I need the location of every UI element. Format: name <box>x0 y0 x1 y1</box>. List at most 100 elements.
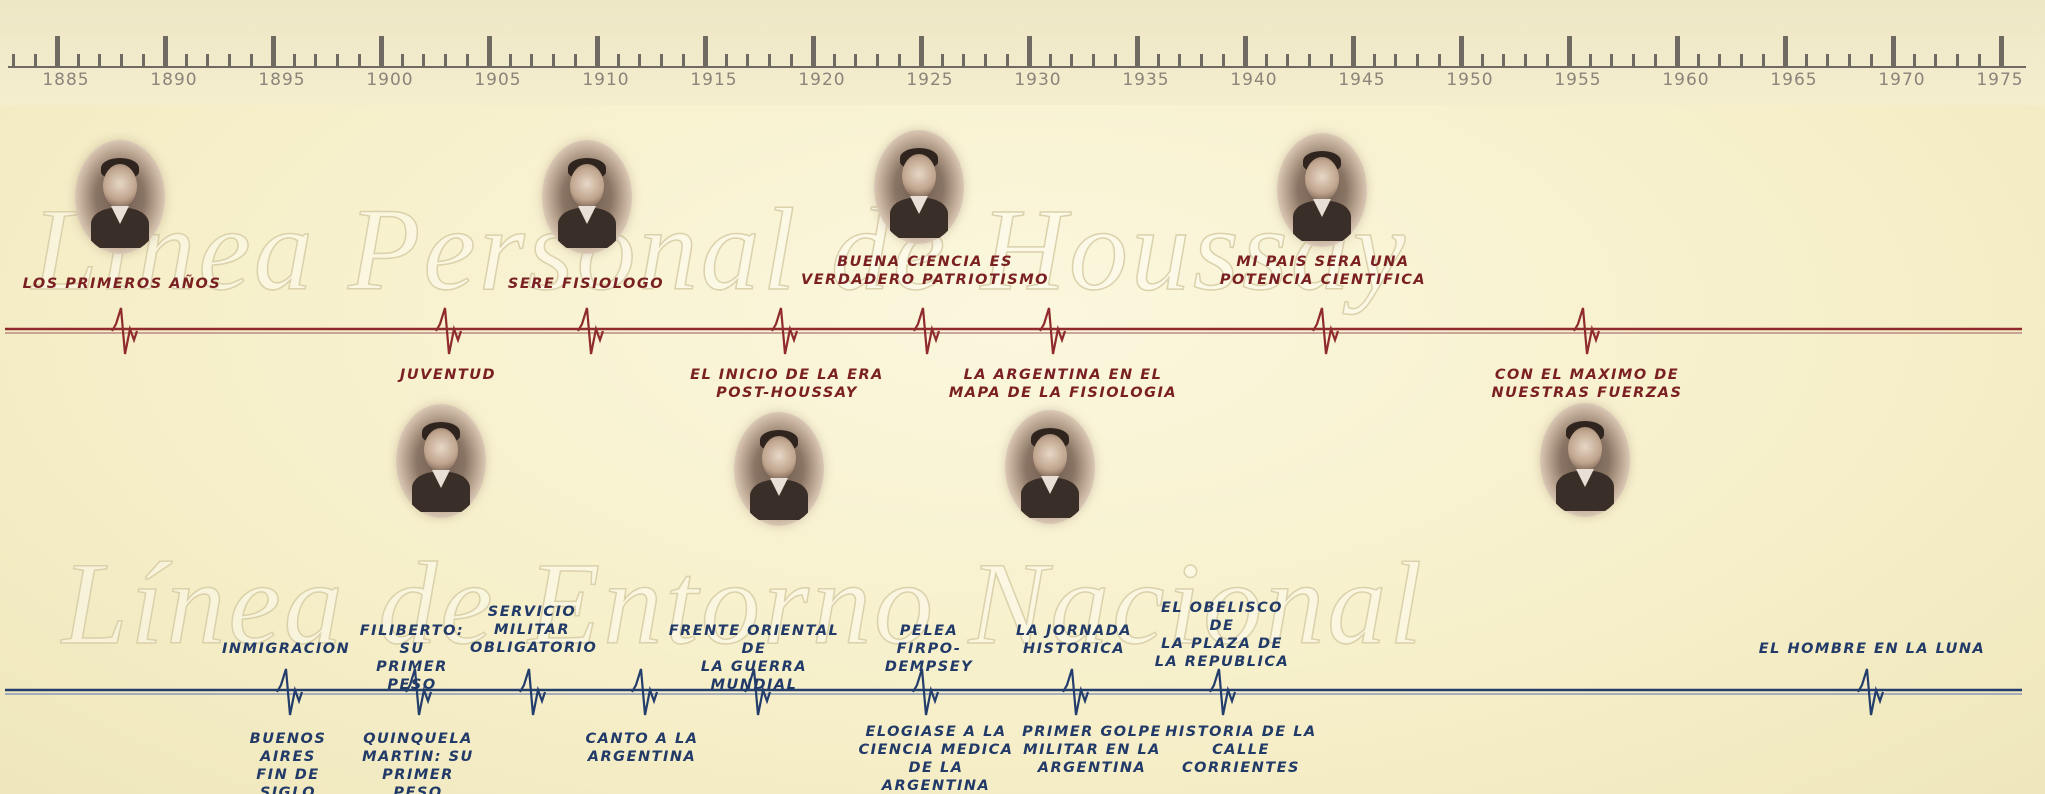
ruler-minor-tick <box>1545 54 1549 67</box>
national-event-jornada-historica[interactable]: LA JORNADA HISTORICA <box>1015 623 1132 657</box>
ruler-minor-tick <box>336 54 339 67</box>
year-label: 1895 <box>258 70 306 90</box>
ruler-major-tick <box>1243 36 1249 67</box>
ruler-minor-tick <box>465 54 469 67</box>
year-label: 1910 <box>582 70 630 90</box>
portrait-juventud-icon[interactable] <box>396 404 486 518</box>
ruler-minor-tick <box>1416 54 1419 67</box>
ruler-minor-tick <box>984 54 987 67</box>
ruler-minor-tick <box>681 54 685 67</box>
ruler-major-tick <box>1459 36 1465 67</box>
portrait-fisiologo-icon[interactable] <box>542 140 632 254</box>
ruler-major-tick <box>1567 36 1573 67</box>
personal-axis-svg <box>5 307 2022 355</box>
ruler-minor-tick <box>1005 54 1009 67</box>
ruler-minor-tick <box>962 54 966 67</box>
national-event-hombre-luna[interactable]: EL HOMBRE EN LA LUNA <box>1758 641 1986 657</box>
ruler-minor-tick <box>1156 54 1160 67</box>
ruler-major-tick <box>1999 36 2005 67</box>
ruler-major-tick <box>919 36 925 67</box>
ruler-minor-tick <box>1588 54 1592 67</box>
year-ruler: 1885 1890 1895 1900 1905 1910 1915 1920 … <box>0 0 2045 105</box>
ruler-minor-tick <box>1653 54 1657 67</box>
national-event-frente-oriental[interactable]: FRENTE ORIENTAL DE LA GUERRA MUNDIAL <box>668 623 840 693</box>
ruler-minor-tick <box>314 54 318 67</box>
ruler-baseline <box>8 66 2026 68</box>
national-event-primer-golpe[interactable]: PRIMER GOLPE MILITAR EN LA ARGENTINA <box>1022 724 1162 776</box>
ruler-minor-tick <box>357 54 361 67</box>
ruler-minor-tick <box>508 54 512 67</box>
ruler-minor-tick <box>1696 54 1700 67</box>
year-label: 1885 <box>42 70 90 90</box>
ruler-major-tick <box>703 36 709 67</box>
ruler-minor-tick <box>940 54 944 67</box>
ruler-minor-tick <box>1761 54 1765 67</box>
national-event-ciencia-medica[interactable]: ELOGIASE A LA CIENCIA MEDICA DE LA ARGEN… <box>858 724 1014 794</box>
ruler-major-tick <box>1351 36 1357 67</box>
ruler-minor-tick <box>141 54 145 67</box>
year-label: 1965 <box>1770 70 1818 90</box>
ruler-minor-tick <box>1632 54 1635 67</box>
ruler-minor-tick <box>1092 54 1095 67</box>
ruler-minor-tick <box>897 54 901 67</box>
year-label: 1945 <box>1338 70 1386 90</box>
personal-event-primeros-anos[interactable]: LOS PRIMEROS AÑOS <box>22 276 222 292</box>
personal-event-argentina-mapa[interactable]: LA ARGENTINA EN EL MAPA DE LA FISIOLOGIA <box>948 367 1178 401</box>
ruler-minor-tick <box>1956 54 1959 67</box>
personal-event-juventud[interactable]: JUVENTUD <box>399 367 497 383</box>
ruler-minor-tick <box>1869 54 1873 67</box>
ruler-major-tick <box>163 36 169 67</box>
portrait-argentina-mapa-icon[interactable] <box>1005 410 1095 524</box>
ruler-minor-tick <box>789 54 793 67</box>
ruler-minor-tick <box>1524 54 1527 67</box>
ruler-minor-tick <box>1178 54 1182 67</box>
personal-event-potencia-cientifica[interactable]: MI PAIS SERA UNA POTENCIA CIENTIFICA <box>1219 254 1427 288</box>
national-event-quinquela[interactable]: QUINQUELA MARTIN: SU PRIMER PESO <box>362 731 474 794</box>
portrait-potencia-icon[interactable] <box>1277 133 1367 247</box>
ruler-minor-tick <box>660 54 663 67</box>
ruler-minor-tick <box>1718 54 1722 67</box>
personal-event-sere-fisiologo[interactable]: SERE FISIOLOGO <box>507 276 665 292</box>
ruler-minor-tick <box>832 54 836 67</box>
portrait-buena-ciencia-icon[interactable] <box>874 130 964 244</box>
national-event-buenos-aires[interactable]: BUENOS AIRES FIN DE SIGLO <box>249 731 327 794</box>
ruler-major-tick <box>55 36 61 67</box>
portrait-maximo-fuerzas-icon[interactable] <box>1540 403 1630 517</box>
ruler-minor-tick <box>1610 54 1614 67</box>
ruler-minor-tick <box>444 54 447 67</box>
ruler-minor-tick <box>1329 54 1333 67</box>
national-event-inmigracion[interactable]: INMIGRACION <box>222 641 351 657</box>
ruler-minor-tick <box>76 54 80 67</box>
ruler-major-tick <box>271 36 277 67</box>
personal-event-buena-ciencia[interactable]: BUENA CIENCIA ES VERDADERO PATRIOTISMO <box>801 254 1049 288</box>
ruler-minor-tick <box>1912 54 1916 67</box>
year-label: 1905 <box>474 70 522 90</box>
ruler-minor-tick <box>1070 54 1074 67</box>
year-label: 1920 <box>798 70 846 90</box>
national-event-firpo-dempsey[interactable]: PELEA FIRPO-DEMPSEY <box>884 623 974 675</box>
ruler-minor-tick <box>1502 54 1506 67</box>
ruler-minor-tick <box>1480 54 1484 67</box>
year-label: 1970 <box>1878 70 1926 90</box>
national-event-obelisco[interactable]: EL OBELISCO DE LA PLAZA DE LA REPUBLICA <box>1154 600 1290 670</box>
national-event-canto-argentina[interactable]: CANTO A LA ARGENTINA <box>585 731 699 765</box>
ruler-minor-tick <box>1934 54 1938 67</box>
ruler-minor-tick <box>1848 54 1851 67</box>
portrait-primeros-anos-icon[interactable] <box>75 140 165 254</box>
ruler-major-tick <box>811 36 817 67</box>
year-label: 1940 <box>1230 70 1278 90</box>
personal-event-maximo-fuerzas[interactable]: CON EL MAXIMO DE NUESTRAS FUERZAS <box>1491 367 1683 401</box>
personal-event-post-houssay[interactable]: EL INICIO DE LA ERA POST-HOUSSAY <box>690 367 884 401</box>
personal-line-watermark: Línea Personal de Houssay <box>31 183 1409 316</box>
ruler-minor-tick <box>1804 54 1808 67</box>
national-axis-svg <box>5 668 2022 716</box>
ruler-minor-tick <box>638 54 642 67</box>
ruler-major-tick <box>1783 36 1789 67</box>
portrait-post-houssay-icon[interactable] <box>734 412 824 526</box>
national-event-filiberto[interactable]: FILIBERTO: SU PRIMER PESO <box>359 623 465 693</box>
ruler-minor-tick <box>228 54 231 67</box>
national-event-calle-corrientes[interactable]: HISTORIA DE LA CALLE CORRIENTES <box>1165 724 1317 776</box>
ruler-minor-tick <box>98 54 102 67</box>
ruler-major-tick <box>1135 36 1141 67</box>
national-event-servicio-militar[interactable]: SERVICIO MILITAR OBLIGATORIO <box>470 604 598 656</box>
